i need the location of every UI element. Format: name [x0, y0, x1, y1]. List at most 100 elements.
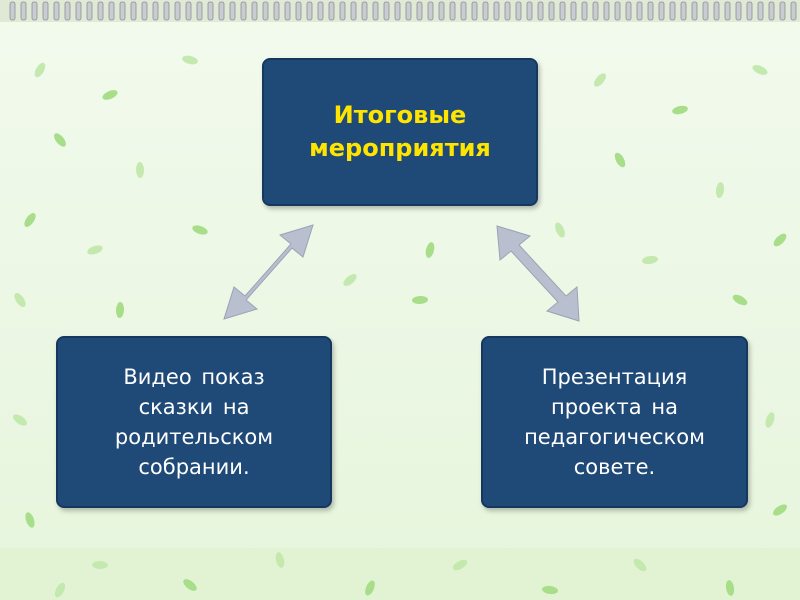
leaf-icon	[87, 245, 103, 255]
leaf-icon	[725, 580, 735, 596]
leaf-icon	[192, 225, 208, 235]
leaf-icon	[412, 295, 428, 305]
binding-ring-icon	[229, 1, 236, 21]
leaf-icon	[34, 62, 46, 78]
right-node-label: Презентация проекта на педагогическом со…	[524, 365, 705, 479]
leaf-icon	[54, 133, 66, 147]
binding-ring-icon	[735, 1, 742, 21]
binding-ring-icon	[592, 1, 599, 21]
binding-ring-icon	[603, 1, 610, 21]
right-node-presentation: Презентация проекта на педагогическом со…	[481, 336, 748, 508]
leaf-icon	[715, 182, 725, 198]
binding-ring-icon	[658, 1, 665, 21]
leaf-icon	[773, 233, 787, 247]
leaf-icon	[25, 512, 35, 528]
binding-ring-icon	[108, 1, 115, 21]
leaf-icon	[773, 504, 787, 516]
binding-ring-icon	[185, 1, 192, 21]
leaf-icon	[425, 242, 435, 258]
binding-ring-icon	[207, 1, 214, 21]
leaf-icon	[14, 293, 26, 307]
top-node-label: Итоговые мероприятия	[309, 101, 491, 162]
spiral-binding-icon	[0, 0, 800, 22]
binding-ring-icon	[262, 1, 269, 21]
binding-ring-icon	[405, 1, 412, 21]
leaf-icon	[54, 582, 66, 598]
binding-ring-icon	[416, 1, 423, 21]
binding-ring-icon	[31, 1, 38, 21]
binding-ring-icon	[42, 1, 49, 21]
binding-ring-icon	[680, 1, 687, 21]
leaf-icon	[542, 585, 558, 595]
binding-ring-icon	[350, 1, 357, 21]
leaf-icon	[752, 65, 768, 75]
binding-ring-icon	[746, 1, 753, 21]
arrow-left-connector	[223, 224, 314, 320]
binding-ring-icon	[768, 1, 775, 21]
double-headed-arrow-icon	[223, 224, 314, 320]
binding-ring-icon	[306, 1, 313, 21]
binding-ring-icon	[702, 1, 709, 21]
leaf-icon	[115, 302, 125, 318]
binding-ring-icon	[636, 1, 643, 21]
binding-ring-icon	[75, 1, 82, 21]
binding-ring-icon	[625, 1, 632, 21]
binding-ring-icon	[614, 1, 621, 21]
binding-ring-icon	[196, 1, 203, 21]
leaf-icon	[555, 222, 565, 238]
leaf-icon	[642, 255, 658, 265]
leaf-icon	[92, 560, 108, 570]
binding-ring-icon	[394, 1, 401, 21]
binding-ring-icon	[251, 1, 258, 21]
binding-ring-icon	[295, 1, 302, 21]
binding-ring-icon	[460, 1, 467, 21]
binding-ring-icon	[570, 1, 577, 21]
binding-ring-icon	[548, 1, 555, 21]
binding-ring-icon	[152, 1, 159, 21]
binding-ring-icon	[273, 1, 280, 21]
binding-ring-icon	[757, 1, 764, 21]
left-node-label: Видео показ сказки на родительском собра…	[114, 365, 274, 479]
binding-ring-icon	[427, 1, 434, 21]
arrow-right-connector	[496, 225, 580, 322]
binding-ring-icon	[372, 1, 379, 21]
binding-ring-icon	[669, 1, 676, 21]
binding-ring-icon	[328, 1, 335, 21]
binding-ring-icon	[647, 1, 654, 21]
binding-ring-icon	[240, 1, 247, 21]
binding-ring-icon	[471, 1, 478, 21]
leaf-icon	[633, 558, 647, 572]
binding-ring-icon	[790, 1, 797, 21]
binding-ring-icon	[130, 1, 137, 21]
top-node-final-events: Итоговые мероприятия	[262, 58, 538, 206]
leaf-icon	[275, 552, 285, 568]
binding-ring-icon	[9, 1, 16, 21]
binding-ring-icon	[438, 1, 445, 21]
binding-ring-icon	[691, 1, 698, 21]
binding-ring-icon	[218, 1, 225, 21]
binding-ring-icon	[284, 1, 291, 21]
leaf-icon	[182, 55, 198, 65]
leaf-icon	[24, 213, 36, 227]
leaf-icon	[672, 105, 688, 115]
bottom-leaf-strip	[0, 548, 800, 600]
binding-ring-icon	[559, 1, 566, 21]
leaf-icon	[765, 412, 775, 428]
binding-ring-icon	[86, 1, 93, 21]
binding-ring-icon	[64, 1, 71, 21]
binding-ring-icon	[779, 1, 786, 21]
binding-ring-icon	[20, 1, 27, 21]
binding-ring-icon	[537, 1, 544, 21]
binding-ring-icon	[515, 1, 522, 21]
binding-ring-icon	[361, 1, 368, 21]
binding-ring-icon	[141, 1, 148, 21]
binding-ring-icon	[317, 1, 324, 21]
binding-ring-icon	[526, 1, 533, 21]
leaf-icon	[594, 73, 606, 87]
binding-ring-icon	[724, 1, 731, 21]
leaf-icon	[135, 162, 145, 178]
leaf-icon	[614, 152, 626, 168]
leaf-icon	[365, 580, 375, 596]
